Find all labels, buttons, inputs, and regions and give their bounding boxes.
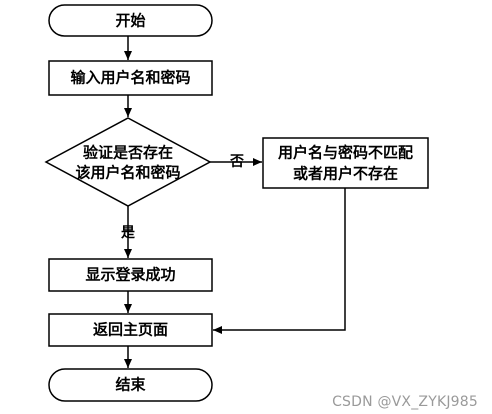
return-home-box: 返回主页面 — [48, 313, 213, 347]
edge-error-to-return — [213, 188, 346, 334]
decision-line-2: 该用户名和密码 — [75, 164, 180, 182]
input-credentials-box: 输入用户名和密码 — [48, 60, 213, 96]
start-label: 开始 — [115, 12, 145, 30]
error-box: 用户名与密码不匹配 或者用户不存在 — [262, 137, 429, 189]
edge-label-yes: 是 — [121, 225, 136, 241]
login-success-label: 显示登录成功 — [85, 266, 175, 284]
watermark: CSDN @VX_ZYKJ985 — [332, 394, 478, 410]
verify-decision: 验证是否存在 该用户名和密码 — [44, 117, 212, 207]
login-success-box: 显示登录成功 — [48, 258, 213, 292]
error-line-2: 或者用户不存在 — [293, 165, 398, 183]
input-credentials-label: 输入用户名和密码 — [70, 69, 190, 87]
start-terminal: 开始 — [48, 4, 213, 37]
end-terminal: 结束 — [48, 368, 213, 402]
decision-line-1: 验证是否存在 — [83, 144, 173, 162]
error-line-1: 用户名与密码不匹配 — [278, 144, 413, 162]
end-label: 结束 — [115, 376, 146, 394]
return-home-label: 返回主页面 — [93, 321, 168, 339]
edge-label-no: 否 — [229, 154, 244, 170]
